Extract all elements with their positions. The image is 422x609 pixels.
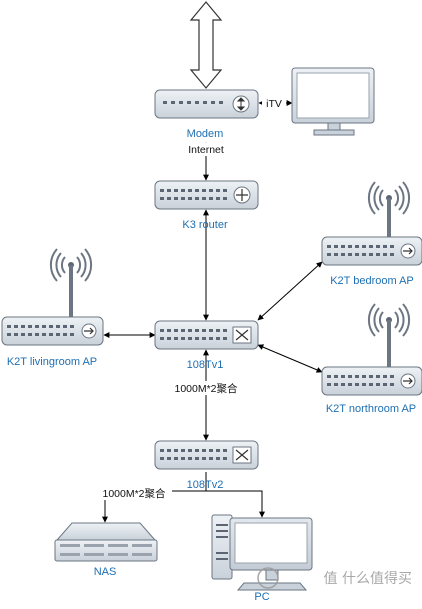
k3-router-label: K3 router — [182, 219, 228, 231]
aggregate2-label-bg — [96, 486, 172, 500]
tv-monitor-icon — [291, 67, 375, 136]
pc-computer-icon — [211, 514, 313, 591]
k2t-northroom-ap-icon — [321, 303, 422, 396]
watermark: 值 什么值得买 — [257, 567, 412, 589]
internet-label-bg — [184, 143, 228, 156]
switch1-device-icon — [154, 320, 259, 350]
nas-label: NAS — [94, 566, 117, 578]
switch2-device-icon — [154, 440, 259, 470]
edge-switch1-northroom — [257, 344, 323, 373]
internet-uplink-arrow-icon — [189, 1, 223, 89]
itv-edge-label: iTV — [266, 98, 282, 110]
aggregate-1-edge-label: 1000M*2聚合 — [174, 382, 238, 395]
modem-label: Modem — [187, 128, 224, 140]
k2t-northroom-label: K2T northroom AP — [326, 403, 416, 415]
switch1-label: 108Tv1 — [187, 359, 224, 371]
aggregate-2-edge-label: 1000M*2聚合 — [102, 487, 166, 500]
switch2-label: 108Tv2 — [187, 479, 224, 491]
k2t-bedroom-label: K2T bedroom AP — [330, 275, 414, 287]
aggregate1-label-bg — [168, 381, 244, 395]
k2t-bedroom-ap-icon — [321, 181, 422, 266]
connections — [102, 100, 323, 523]
edge-switch1-bedroom — [257, 261, 323, 321]
edge-switch2-pc — [206, 490, 265, 518]
modem-device-icon — [154, 89, 259, 119]
k2t-livingroom-label: K2T livingroom AP — [7, 356, 97, 368]
internet-edge-label: Internet — [188, 144, 224, 156]
k2t-livingroom-ap-icon — [1, 248, 104, 346]
nas-server-icon — [54, 522, 158, 562]
pc-label: PC — [254, 591, 269, 603]
watermark-text: 值 什么值得买 — [324, 570, 412, 587]
k3-router-device-icon — [154, 180, 259, 210]
itv-label-bg — [262, 97, 286, 109]
watermark-logo-icon — [257, 567, 279, 589]
